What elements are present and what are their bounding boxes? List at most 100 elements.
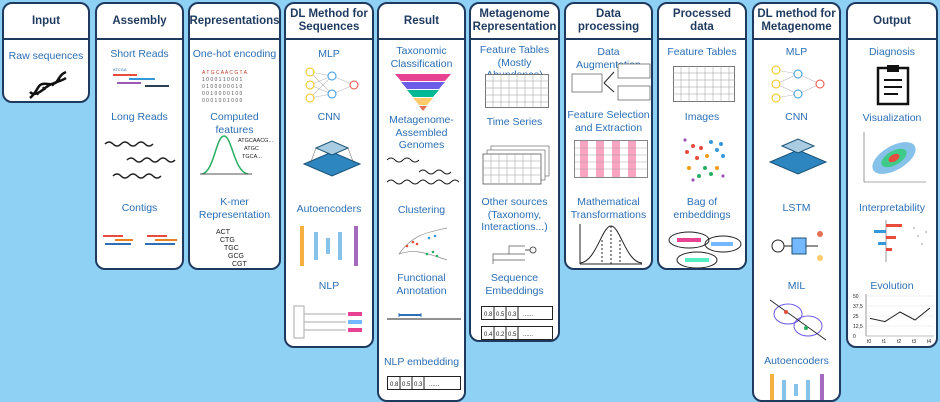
item-mlp: MLP xyxy=(785,46,808,58)
column-title: Representations xyxy=(190,4,279,40)
column-title: Metagenome Representation xyxy=(471,4,558,40)
nlp-value-3: 0.3 xyxy=(414,382,423,388)
kmer-4: GCG xyxy=(228,253,244,260)
emb1-value-1: 0.8 xyxy=(484,312,493,318)
item-one-hot-encoding: One-hot encoding xyxy=(192,48,277,60)
autoencoder-icon xyxy=(770,374,824,400)
emb1-value-4: ...... xyxy=(523,312,533,318)
cnn-grid-icon xyxy=(302,140,362,177)
item-feature-selection: Feature Selection and Extraction xyxy=(567,109,650,134)
processed-feature-table xyxy=(673,66,735,102)
item-bag-of-embeddings: Bag of embeddings xyxy=(673,196,731,221)
item-long-reads: Long Reads xyxy=(111,111,168,123)
augmentation-icon xyxy=(571,63,651,101)
other-sources-icon xyxy=(492,245,537,264)
item-contigs: Contigs xyxy=(121,202,158,214)
item-short-reads: Short Reads xyxy=(110,48,169,60)
mags-reads-icon xyxy=(386,157,460,185)
emb2-value-2: 0.2 xyxy=(496,332,505,338)
column-output: Output Diagnosis Visualization Interpret… xyxy=(846,2,938,348)
item-cnn: CNN xyxy=(785,111,808,123)
item-interpretability: Interpretability xyxy=(859,202,925,214)
mlp-network-icon xyxy=(305,67,359,103)
interpretability-bar-icon xyxy=(874,220,927,262)
short-reads-icon: ATCGA xyxy=(113,67,169,87)
column-representations: Representations One-hot encoding A T G C… xyxy=(188,2,281,270)
kmer-1: ACT xyxy=(216,229,231,236)
column-result: Result Taxonomic Classification Metageno… xyxy=(377,2,466,402)
embedding-vector-2: 0.4 0.2 0.5 ...... xyxy=(481,326,553,340)
item-mags: Metagenome-Assembled Genomes xyxy=(389,114,454,151)
contigs-icon xyxy=(103,235,177,245)
long-reads-icon xyxy=(104,141,176,179)
scatter-image-icon xyxy=(683,138,725,182)
evo-x-tick: t3 xyxy=(912,339,916,345)
column-title: Output xyxy=(848,4,936,40)
svg-text:0 0 0 1 0 0 1 0 0 0: 0 0 0 1 0 0 1 0 0 0 xyxy=(202,98,243,104)
item-autoencoders: Autoencoders xyxy=(764,355,829,367)
item-mil: MIL xyxy=(787,280,806,292)
item-time-series: Time Series xyxy=(486,116,543,128)
svg-text:0 0 1 0 0 0 0 1 0 0: 0 0 1 0 0 0 0 1 0 0 xyxy=(202,91,243,97)
computed-seq-3: TGCA... xyxy=(242,154,262,160)
item-lstm: LSTM xyxy=(782,202,811,214)
clustering-scatter-icon xyxy=(398,227,448,261)
item-nlp-embedding: NLP embedding xyxy=(383,356,460,368)
item-math-transformations: Mathematical Transformations xyxy=(570,196,647,221)
nlp-embedding-vector: 0.8 0.5 0.3 ...... xyxy=(387,376,461,390)
svg-text:A T G C A A C G T A: A T G C A A C G T A xyxy=(202,70,248,76)
emb2-value-4: ...... xyxy=(523,332,533,338)
normal-distribution-icon xyxy=(579,224,643,265)
feature-selection-icon xyxy=(574,140,648,178)
kmer-2: CTG xyxy=(220,237,235,244)
computed-seq-1: ATGCAACG... xyxy=(238,138,274,144)
column-dl-metagenome: DL method for Metagenome MLP CNN LSTM MI… xyxy=(752,2,841,402)
embedding-vector-1: 0.8 0.5 0.3 ...... xyxy=(481,306,553,320)
kmer-5: CGT xyxy=(232,261,248,268)
density-scatter-icon xyxy=(863,132,926,183)
emb1-value-2: 0.5 xyxy=(496,312,505,318)
computed-features-icon: ATGCAACG... ATGC TGCA... xyxy=(200,135,274,175)
evo-x-tick: t4 xyxy=(927,339,931,345)
cnn-grid-icon xyxy=(768,138,828,175)
evo-x-tick: t0 xyxy=(867,339,871,345)
svg-text:ATCGA: ATCGA xyxy=(113,67,127,72)
item-kmer-representation: K-mer Representation xyxy=(198,196,271,221)
bag-of-embeddings-icon xyxy=(668,231,742,268)
lstm-cell-icon xyxy=(771,231,823,261)
item-diagnosis: Diagnosis xyxy=(868,46,916,58)
column-title: Data processing xyxy=(566,4,651,40)
evo-y-tick: 0 xyxy=(853,334,856,340)
item-clustering: Clustering xyxy=(397,204,446,216)
item-images: Images xyxy=(684,111,720,123)
column-dl-sequences: DL Method for Sequences MLP CNN Autoenco… xyxy=(284,2,374,348)
column-assembly: Assembly Short Reads ATCGA Long Reads Co… xyxy=(95,2,184,270)
clipboard-icon xyxy=(876,65,910,106)
column-processed-data: Processed data Feature Tables Images Bag… xyxy=(657,2,747,270)
kmer-3: TGC xyxy=(224,245,239,252)
nlp-value-2: 0.5 xyxy=(402,382,411,388)
kmer-list-icon: ACT CTG TGC GCG CGT xyxy=(216,229,248,268)
feature-table-grid xyxy=(485,74,549,108)
evo-x-tick: t1 xyxy=(882,339,886,345)
svg-text:1 0 0 0 1 1 0 0 0 1: 1 0 0 0 1 1 0 0 0 1 xyxy=(202,77,243,83)
evo-y-tick: 37,5 xyxy=(853,304,863,310)
item-functional-annotation: Functional Annotation xyxy=(396,272,447,297)
item-nlp: NLP xyxy=(318,280,340,292)
column-input: Input Raw sequences xyxy=(2,2,90,103)
column-title: Input xyxy=(4,4,88,40)
column-title: Assembly xyxy=(97,4,182,40)
time-series-stack xyxy=(482,145,550,185)
item-autoencoders: Autoencoders xyxy=(296,203,362,215)
item-mlp: MLP xyxy=(318,48,340,60)
mlp-network-icon xyxy=(771,65,825,103)
item-taxonomic-classification: Taxonomic Classification xyxy=(390,45,453,70)
item-computed-features: Computed features xyxy=(210,111,259,136)
column-data-processing: Data processing Data Augmentation Featur… xyxy=(564,2,653,270)
nlp-model-icon xyxy=(293,305,362,339)
evo-series-line xyxy=(869,307,931,323)
computed-seq-2: ATGC xyxy=(244,146,259,152)
item-cnn: CNN xyxy=(317,111,341,123)
evo-y-tick: 12,5 xyxy=(853,324,863,330)
item-feature-tables: Feature Tables xyxy=(667,46,737,58)
